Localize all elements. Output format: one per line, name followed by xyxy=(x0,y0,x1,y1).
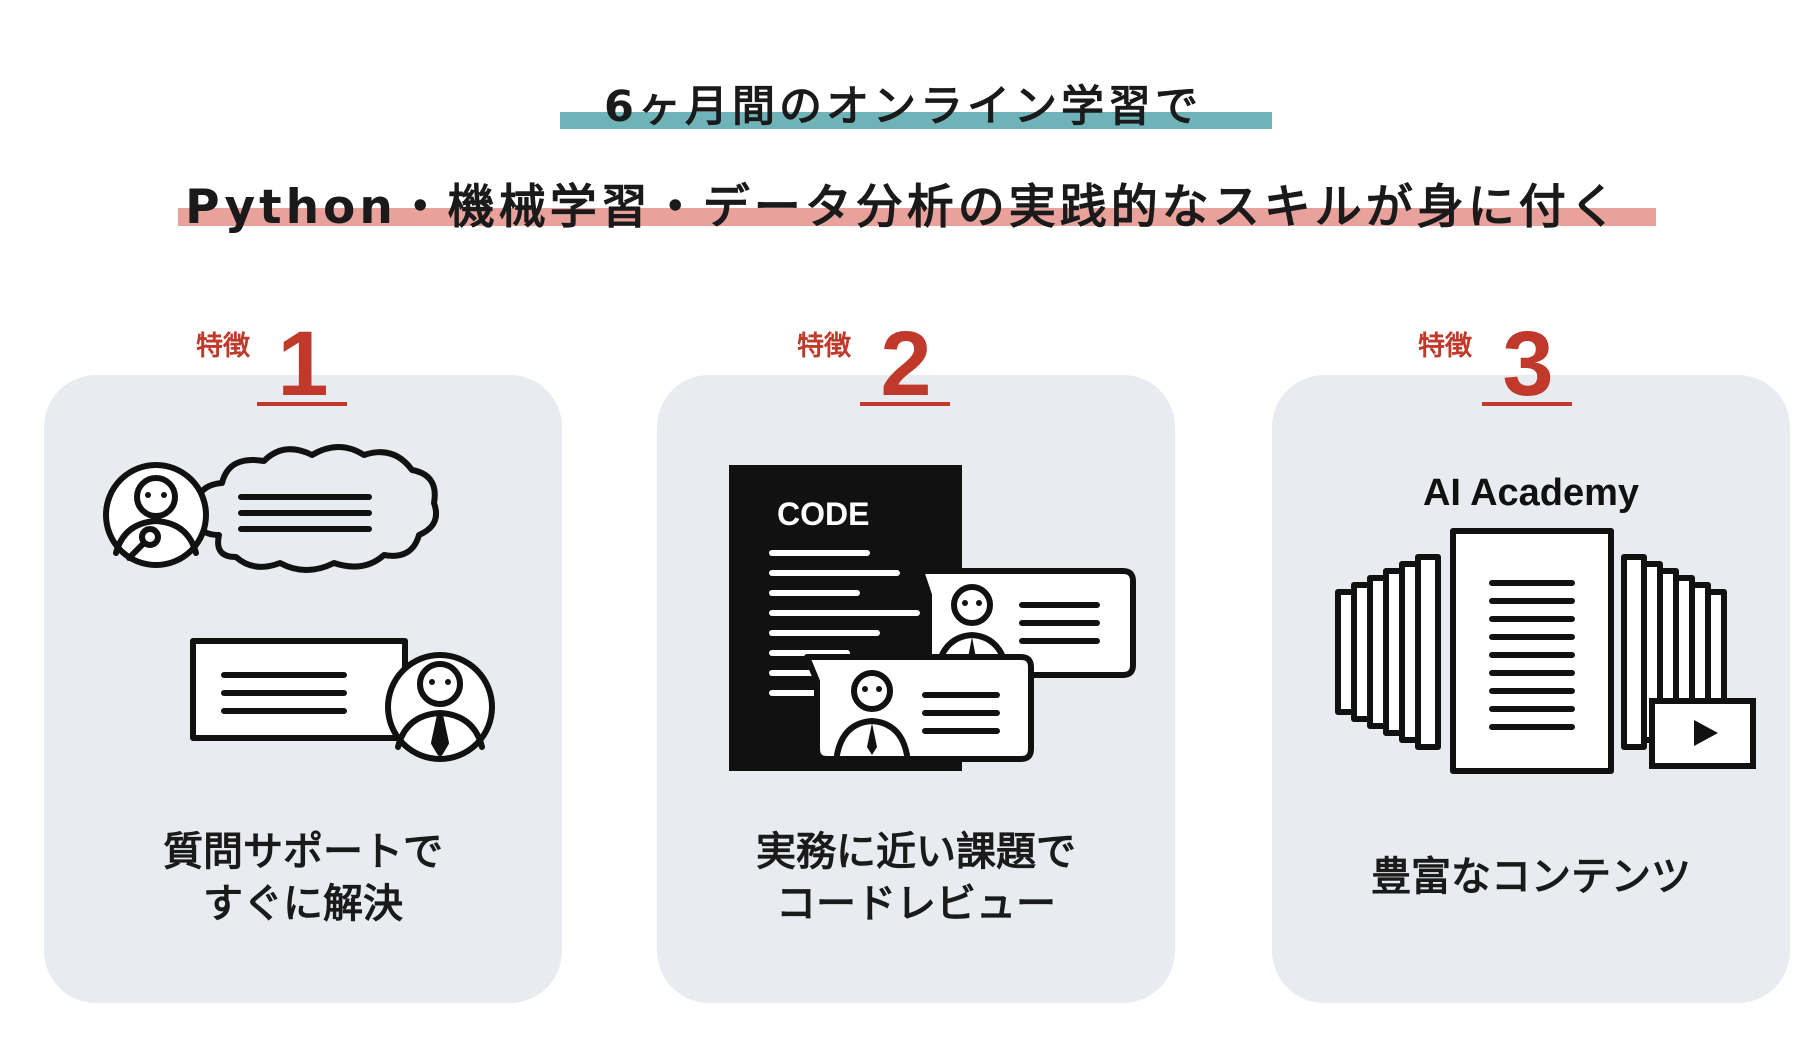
feature-1-number-underline xyxy=(257,402,347,406)
feature-2-caption-line2: コードレビュー xyxy=(776,881,1056,927)
feature-3-caption-line1: 豊富なコンテンツ xyxy=(1371,854,1691,900)
feature-3-caption: 豊富なコンテンツ xyxy=(1272,851,1790,903)
chat-support-icon xyxy=(103,444,495,762)
feature-card-3: AI Academy 豊富なコンテンツ xyxy=(1272,375,1790,1003)
feature-1-caption: 質問サポートで すぐに解決 xyxy=(44,826,562,930)
feature-2-caption: 実務に近い課題で コードレビュー xyxy=(657,826,1175,930)
feature-card-1: 質問サポートで すぐに解決 xyxy=(44,375,562,1003)
feature-1-caption-line2: すぐに解決 xyxy=(203,881,403,927)
headline-2-text: Python・機械学習・データ分析の実践的なスキルが身に付く xyxy=(185,180,1621,235)
feature-1-number: 1 xyxy=(277,313,329,415)
headline-1-underline xyxy=(560,112,1272,129)
code-review-icon: CODE xyxy=(729,465,1136,771)
feature-3-number-underline xyxy=(1482,402,1572,406)
feature-card-2: CODE 実務に近い課題で コードレビュー xyxy=(657,375,1175,1003)
code-label: CODE xyxy=(777,496,869,532)
feature-2-number: 2 xyxy=(880,313,932,415)
feature-2-number-underline xyxy=(860,402,950,406)
brand-logo-text: AI Academy xyxy=(1423,472,1639,514)
feature-2-caption-line1: 実務に近い課題で xyxy=(756,829,1076,875)
content-library-icon: AI Academy xyxy=(1335,472,1756,774)
feature-1-label: 特徴 xyxy=(196,331,250,362)
headline-2-underline xyxy=(178,208,1656,226)
feature-3-number: 3 xyxy=(1502,313,1554,415)
headline-1-text: 6ヶ月間のオンライン学習で xyxy=(604,82,1202,132)
feature-3-label: 特徴 xyxy=(1418,331,1472,362)
feature-1-caption-line1: 質問サポートで xyxy=(163,829,443,875)
feature-2-label: 特徴 xyxy=(797,331,851,362)
